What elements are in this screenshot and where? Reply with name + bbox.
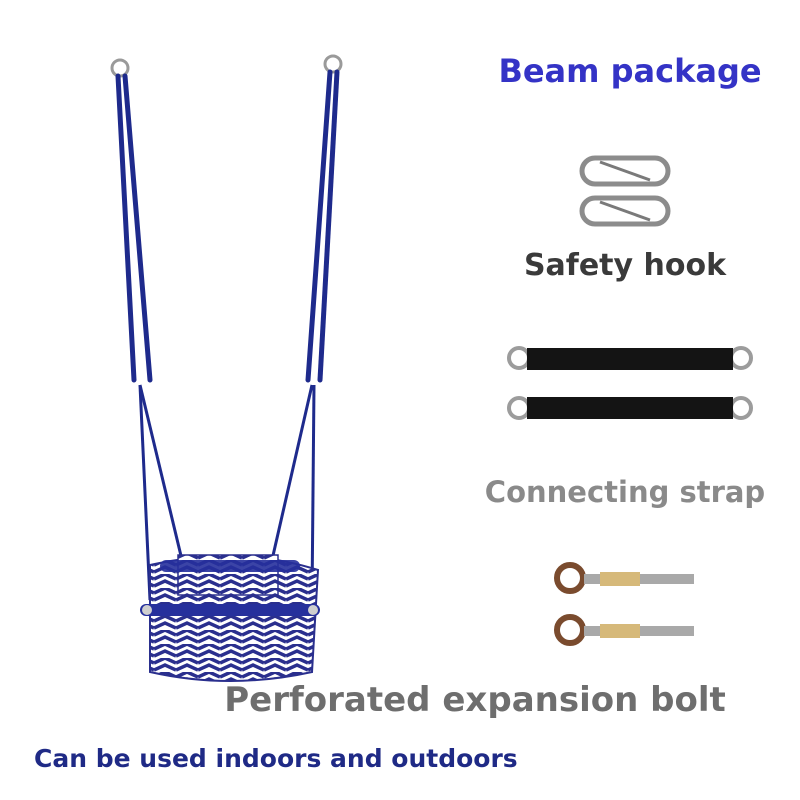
connecting-strap-image xyxy=(507,346,753,420)
safety-hook-image xyxy=(579,155,671,227)
safety-hook-label: Safety hook xyxy=(523,248,727,283)
footer-caption: Can be used indoors and outdoors xyxy=(34,744,518,773)
connecting-strap-label: Connecting strap xyxy=(484,475,766,509)
package-title: Beam package xyxy=(498,52,762,90)
right-ring xyxy=(323,54,343,74)
expansion-bolt-label: Perforated expansion bolt xyxy=(224,680,726,720)
ropes xyxy=(115,69,340,383)
swing-seat xyxy=(140,554,320,682)
expansion-bolt-image xyxy=(554,562,694,646)
